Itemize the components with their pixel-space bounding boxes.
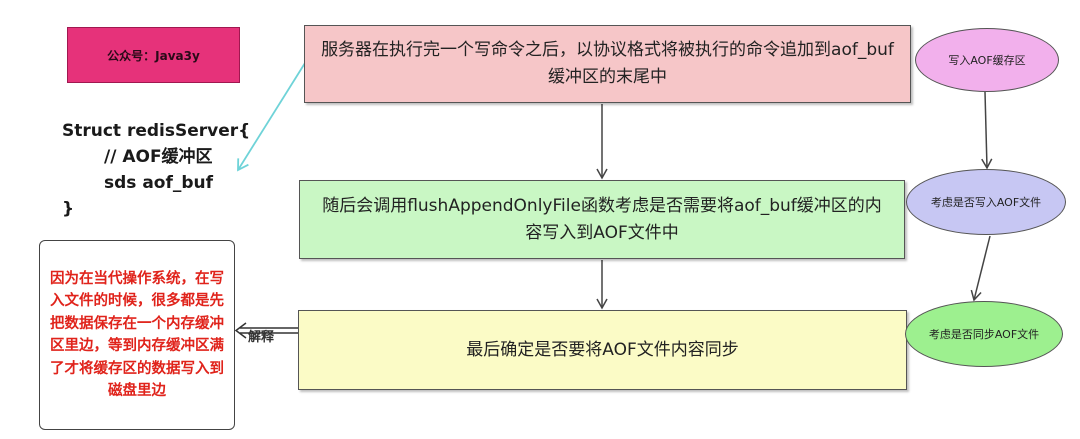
annotation-consider-sync: 考虑是否同步AOF文件: [905, 301, 1063, 367]
arrow-explain-note-head: [234, 322, 247, 339]
note-text: 因为在当代操作系统，在写入文件的时候，很多都是先把数据保存在一个内存缓冲区里边，…: [50, 270, 224, 400]
step-flush-append-only-file: 随后会调用flushAppendOnlyFile函数考虑是否需要将aof_buf…: [299, 180, 905, 259]
arrow-annotation1-annotation2: [981, 91, 993, 170]
annotation-consider-write: 考虑是否写入AOF文件: [906, 169, 1066, 235]
step2-text: 随后会调用flushAppendOnlyFile函数考虑是否需要将aof_buf…: [322, 195, 882, 243]
code-line-4: }: [62, 199, 75, 219]
annotation3-text: 考虑是否同步AOF文件: [928, 328, 1040, 341]
step-append-to-buffer: 服务器在执行完一个写命令之后，以协议格式将被执行的命令追加到aof_buf缓冲区…: [304, 25, 911, 103]
explanation-note: 因为在当代操作系统，在写入文件的时候，很多都是先把数据保存在一个内存缓冲区里边，…: [39, 240, 235, 430]
annotation2-text: 考虑是否写入AOF文件: [930, 196, 1042, 209]
code-snippet: Struct redisServer{ // AOF缓冲区 sds aof_bu…: [62, 118, 282, 222]
annotation1-text: 写入AOF缓存区: [948, 54, 1026, 67]
watermark-label: 公众号：Java3y: [67, 27, 240, 83]
step1-text: 服务器在执行完一个写命令之后，以协议格式将被执行的命令追加到aof_buf缓冲区…: [321, 40, 894, 87]
arrow-annotation2-annotation3: [970, 235, 991, 302]
step-sync-aof-file: 最后确定是否要将AOF文件内容同步: [298, 310, 907, 390]
arrow-step1-code: [237, 62, 306, 172]
code-line-3: sds aof_buf: [104, 173, 214, 193]
step3-text: 最后确定是否要将AOF文件内容同步: [466, 339, 739, 360]
code-line-1: Struct redisServer{: [62, 121, 251, 141]
explain-label: 解释: [248, 330, 275, 345]
watermark-text: 公众号：Java3y: [107, 48, 200, 63]
annotation-write-buffer: 写入AOF缓存区: [915, 28, 1059, 92]
code-line-2: // AOF缓冲区: [104, 147, 213, 167]
